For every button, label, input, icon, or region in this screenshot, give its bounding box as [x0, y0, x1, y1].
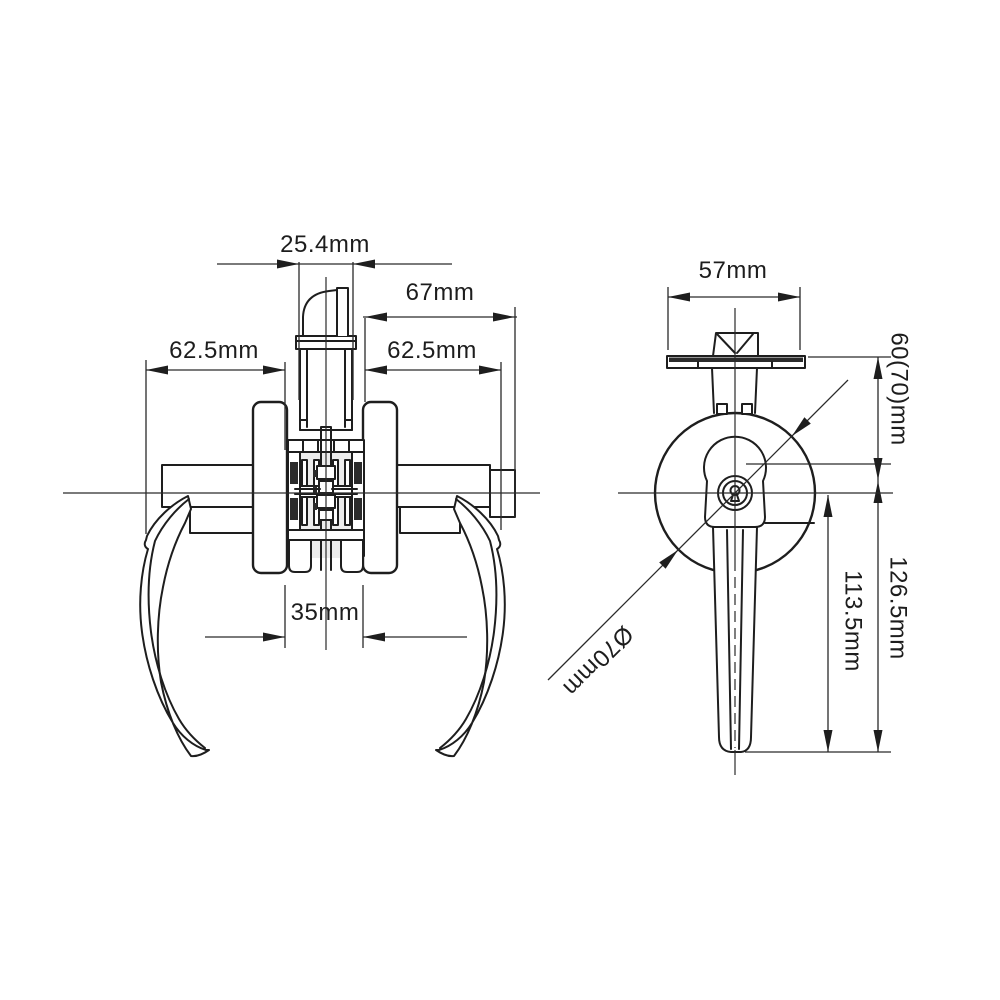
side-view: Ø70mm 57mm 60(70)mm	[547, 257, 913, 775]
latch-tube-side	[711, 367, 758, 414]
dim-door-thickness: 35mm	[205, 585, 467, 648]
dim-label-interior-projection: 62.5mm	[169, 337, 259, 364]
latch-bolt-tab	[336, 287, 349, 337]
dim-label-exterior-projection: 62.5mm	[387, 337, 477, 364]
dim-faceplate-length: 57mm	[667, 257, 801, 350]
dim-exterior-depth: 67mm	[363, 279, 517, 517]
latch-bolt-curve	[302, 289, 338, 337]
front-view: 25.4mm 67mm 62.5mm 62.5mm	[63, 231, 540, 758]
dim-label-exterior-depth: 67mm	[406, 279, 475, 306]
exterior-lever	[435, 495, 506, 758]
dim-spindle-width: 25.4mm	[217, 231, 452, 400]
exterior-rose-plate	[361, 400, 399, 575]
dim-exterior-projection: 62.5mm	[365, 337, 502, 530]
dim-label-backset: 60(70)mm	[886, 332, 913, 445]
dim-label-lever-drop: 113.5mm	[840, 570, 867, 672]
interior-lever-shaft	[161, 464, 254, 534]
interior-rose-plate	[251, 400, 289, 575]
dim-label-faceplate-length: 57mm	[699, 257, 768, 284]
dim-label-spindle-width: 25.4mm	[280, 231, 370, 258]
dim-rose-diameter: Ø70mm	[547, 379, 849, 701]
lever-contour-line	[147, 498, 206, 749]
lever-grip	[712, 526, 758, 753]
dim-label-overall-drop: 126.5mm	[885, 556, 912, 660]
tab-right	[741, 403, 753, 415]
latch-faceplate	[666, 355, 806, 369]
dim-label-rose-diameter: Ø70mm	[557, 620, 638, 701]
latch-unit-top	[295, 287, 357, 431]
dim-interior-projection: 62.5mm	[145, 337, 286, 534]
dim-vertical-stack: 60(70)mm 126.5mm 113.5mm	[745, 332, 913, 753]
exterior-lever-shaft	[396, 464, 516, 534]
dim-label-door-thickness: 35mm	[291, 599, 360, 626]
tab-left	[716, 403, 728, 415]
interior-lever	[139, 495, 210, 758]
